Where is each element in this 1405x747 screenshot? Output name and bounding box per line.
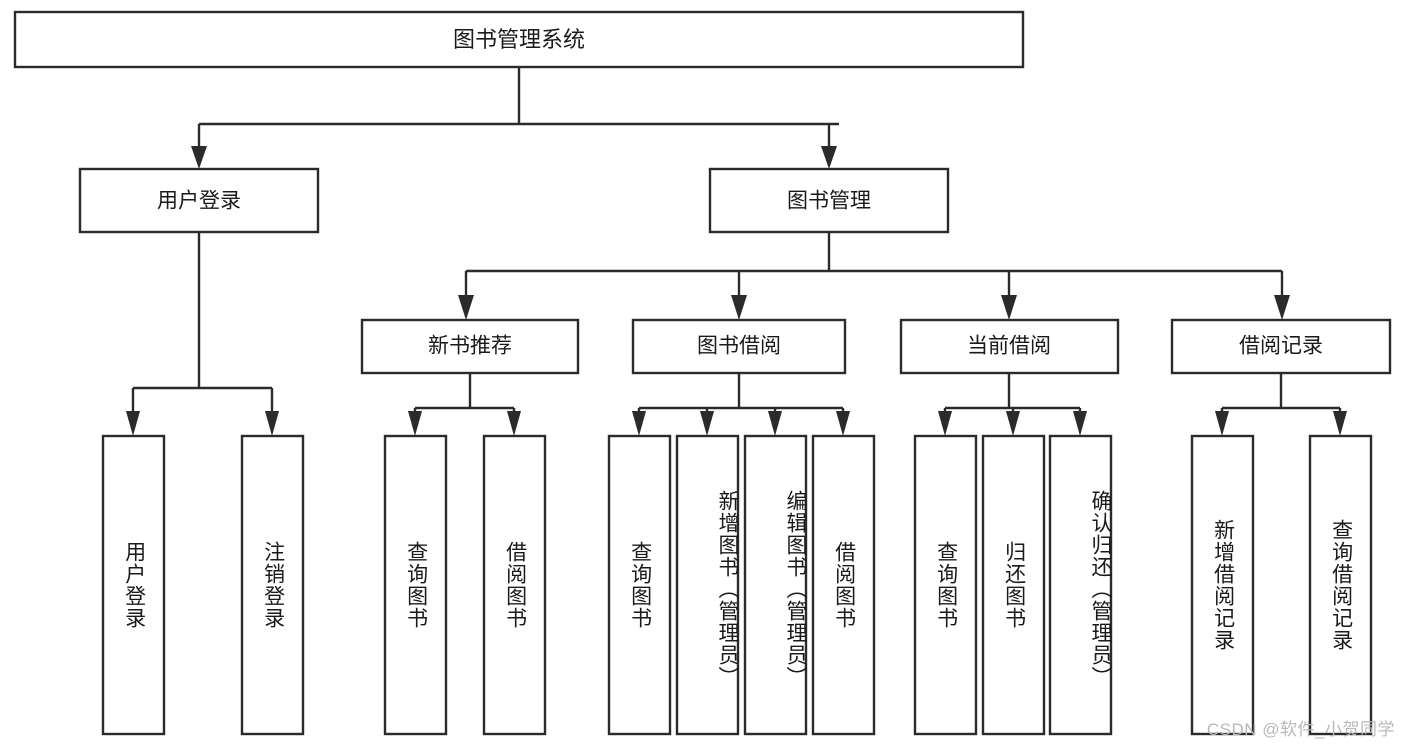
leaf-box-logout[interactable] [240, 434, 305, 736]
node-book-borrow[interactable]: 图书借阅 [631, 318, 847, 375]
leaf-box-confirm-return[interactable] [1048, 434, 1113, 736]
arrow-to-leaf-add-book [700, 411, 714, 436]
borrow-record-box[interactable] [1170, 318, 1392, 375]
arrow-root-to-book-manage [821, 146, 837, 169]
arrow-to-leaf-confirm-return [1073, 411, 1087, 436]
arrow-to-leaf-edit-book [768, 411, 782, 436]
connector-user-login-to-leaves [126, 232, 279, 436]
leaf-box-query-book-cb[interactable] [913, 434, 978, 736]
leaf-box-add-book[interactable] [675, 434, 740, 736]
connector-root-to-level2 [191, 67, 839, 169]
connector-current-borrow-to-leaves [938, 373, 1087, 436]
arrow-to-borrow-record [1274, 295, 1290, 320]
arrow-to-leaf-add-record [1215, 411, 1229, 436]
root-label: 图书管理系统 [453, 27, 585, 52]
leaf-box-borrow-book-nbr[interactable] [482, 434, 547, 736]
leaf-box-query-book-bb[interactable] [607, 434, 672, 736]
connector-borrow-record-to-leaves [1215, 373, 1347, 436]
leaf-box-borrow-book-bb[interactable] [811, 434, 876, 736]
arrow-to-leaf-borrow-book-nbr [507, 411, 521, 436]
book-borrow-label: 图书借阅 [697, 335, 781, 358]
node-new-book-recommend[interactable]: 新书推荐 [360, 318, 580, 375]
current-borrow-label: 当前借阅 [967, 335, 1051, 358]
arrow-to-leaf-query-record [1333, 411, 1347, 436]
arrow-root-to-user-login [191, 146, 207, 169]
arrow-to-leaf-query-book-bb [632, 411, 646, 436]
user-login-label: 用户登录 [157, 190, 241, 213]
book-manage-box[interactable] [708, 167, 950, 234]
arrow-to-leaf-borrow-book-bb [836, 411, 850, 436]
arrow-to-new-book-recommend [458, 295, 474, 320]
arrow-to-leaf-user-login [126, 411, 140, 436]
root-box[interactable] [13, 10, 1025, 69]
node-book-manage[interactable]: 图书管理 [708, 167, 950, 234]
node-user-login[interactable]: 用户登录 [78, 167, 320, 234]
new-book-recommend-box[interactable] [360, 318, 580, 375]
arrow-to-leaf-query-book-nbr [408, 411, 422, 436]
connector-new-book-recommend-to-leaves [408, 373, 521, 436]
new-book-recommend-label: 新书推荐 [428, 335, 512, 358]
node-borrow-record[interactable]: 借阅记录 [1170, 318, 1392, 375]
node-current-borrow[interactable]: 当前借阅 [899, 318, 1120, 375]
arrow-to-leaf-query-book-cb [938, 411, 952, 436]
current-borrow-box[interactable] [899, 318, 1120, 375]
connector-book-borrow-to-leaves [632, 373, 850, 436]
leaf-box-user-login[interactable] [101, 434, 166, 736]
connector-book-manage-to-level3 [458, 232, 1290, 320]
book-manage-label: 图书管理 [787, 190, 871, 213]
leaf-box-edit-book[interactable] [743, 434, 808, 736]
leaf-box-query-book-nbr[interactable] [383, 434, 448, 736]
node-root[interactable]: 图书管理系统 [13, 10, 1025, 69]
arrow-to-leaf-logout [265, 411, 279, 436]
borrow-record-label: 借阅记录 [1239, 335, 1323, 358]
arrow-to-book-borrow [731, 295, 747, 320]
leaf-box-add-record[interactable] [1190, 434, 1255, 736]
leaf-box-return-book[interactable] [981, 434, 1046, 736]
leaf-box-query-record[interactable] [1308, 434, 1373, 736]
book-borrow-box[interactable] [631, 318, 847, 375]
arrow-to-current-borrow [1001, 295, 1017, 320]
watermark: CSDN @软件_小贺同学 [1206, 720, 1395, 739]
arrow-to-leaf-return-book [1006, 411, 1020, 436]
